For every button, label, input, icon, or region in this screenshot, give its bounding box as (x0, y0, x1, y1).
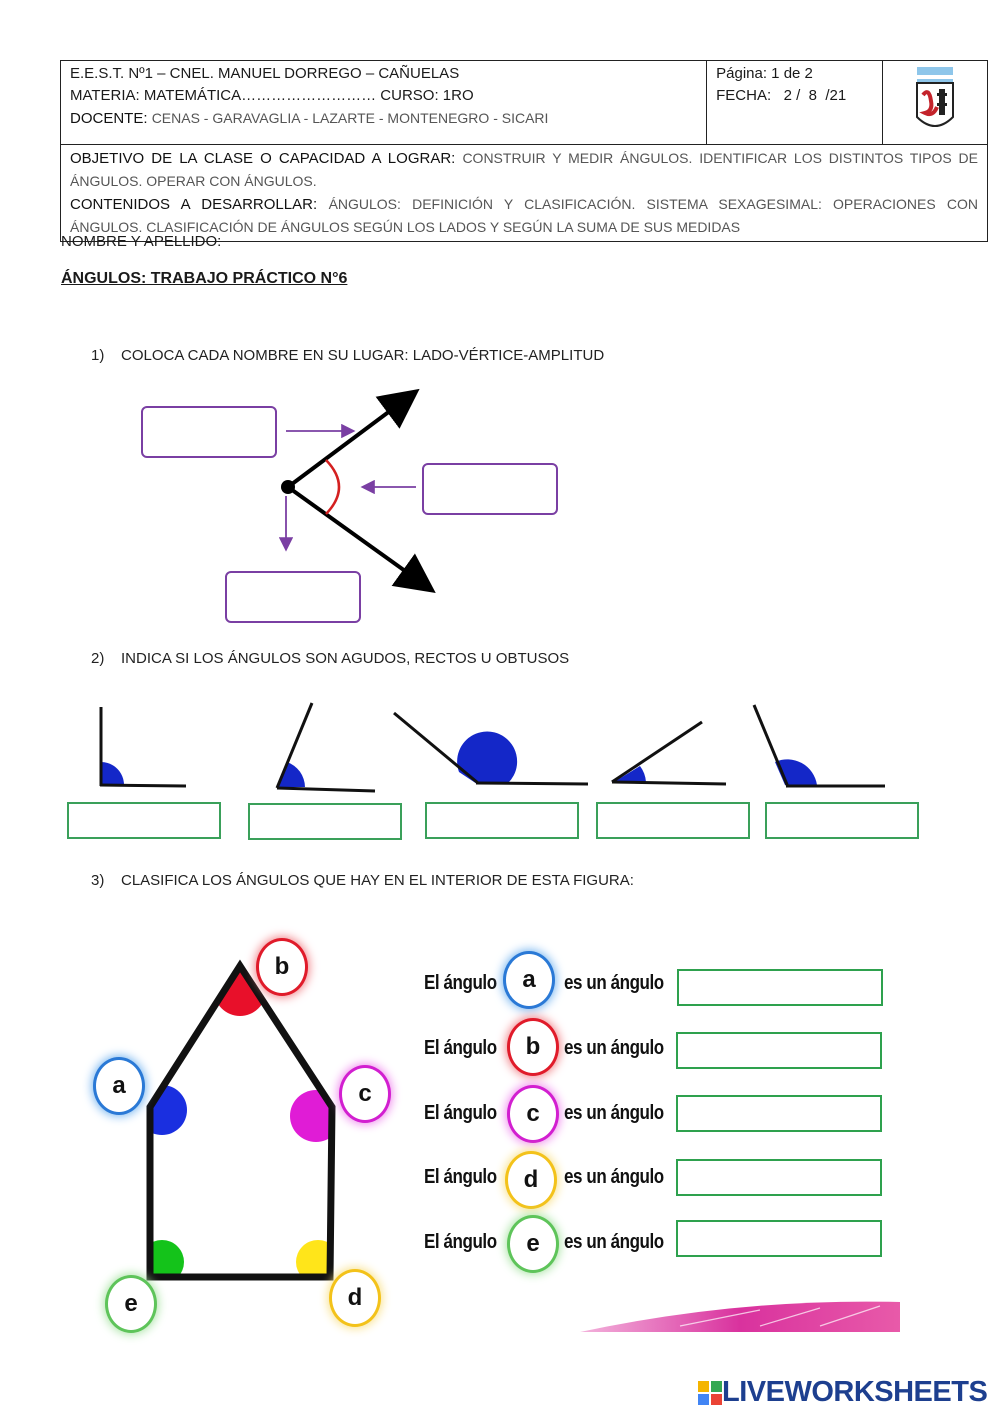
docente-line: DOCENTE: CENAS - GARAVAGLIA - LAZARTE - … (70, 107, 697, 130)
header-page-cell: Página: 1 de 2 FECHA: 2 / 8 /21 (706, 60, 884, 145)
objetivo-value: CONSTRUIR Y MEDIR ÁNGULOS. IDENTIFICAR L… (70, 150, 979, 189)
amplitude-arc (325, 459, 341, 515)
angle-1-right (99, 707, 187, 788)
angle-types-diagram (99, 702, 885, 793)
contenidos-label: CONTENIDOS A DESARROLLAR: (70, 196, 318, 213)
docente-label: DOCENTE: (70, 110, 148, 127)
figure-label-c: c (342, 1068, 388, 1120)
header-objectives-cell: OBJETIVO DE LA CLASE O CAPACIDAD A LOGRA… (60, 144, 988, 242)
page-number: Página: 1 de 2 (716, 65, 813, 82)
angle-2-acute (275, 702, 376, 793)
header-table: E.E.S.T. Nº1 – CNEL. MANUEL DORREGO – CA… (59, 60, 988, 242)
contenidos-value: ÁNGULOS: DEFINICIÓN Y CLASIFICACIÓN. SIS… (70, 196, 978, 235)
answer-box-a[interactable] (677, 969, 883, 1006)
angle-a-fill (150, 1085, 187, 1135)
row-c-prefix: El ángulo (424, 1102, 497, 1124)
answer-box-angle-2[interactable] (248, 803, 402, 840)
answer-box-e[interactable] (676, 1220, 882, 1257)
worksheet-title: ÁNGULOS: TRABAJO PRÁCTICO N°6 (61, 270, 348, 287)
header-info-cell: E.E.S.T. Nº1 – CNEL. MANUEL DORREGO – CA… (59, 60, 708, 145)
decorative-swoosh (580, 1301, 900, 1332)
row-d-prefix: El ángulo (424, 1166, 497, 1188)
figure-label-e: e (108, 1278, 154, 1330)
angle-side-upper (286, 388, 420, 489)
student-name-label: NOMBRE Y APELLIDO: (61, 233, 222, 250)
answer-box-side[interactable] (141, 406, 277, 458)
question-3-text: CLASIFICA LOS ÁNGULOS QUE HAY EN EL INTE… (121, 872, 634, 889)
objetivo-label: OBJETIVO DE LA CLASE O CAPACIDAD A LOGRA… (70, 150, 456, 167)
row-e-letter: e (510, 1218, 556, 1270)
answer-box-vertex[interactable] (225, 571, 361, 623)
question-3-number: 3) (91, 872, 105, 889)
question-2-number: 2) (91, 650, 105, 667)
row-b-suffix: es un ángulo (564, 1037, 664, 1059)
question-3: 3) CLASIFICA LOS ÁNGULOS QUE HAY EN EL IN… (91, 872, 634, 889)
row-b-letter: b (510, 1021, 556, 1073)
answer-box-angle-3[interactable] (425, 802, 579, 839)
answer-box-amplitude[interactable] (422, 463, 558, 515)
school-logo-cell (882, 60, 988, 145)
docente-value: CENAS - GARAVAGLIA - LAZARTE - MONTENEGR… (151, 110, 549, 126)
school-logo (916, 67, 955, 127)
row-b-prefix: El ángulo (424, 1037, 497, 1059)
question-1-number: 1) (91, 347, 105, 364)
vertex-point (281, 480, 295, 494)
row-d-suffix: es un ángulo (564, 1166, 664, 1188)
row-d-letter: d (508, 1154, 554, 1206)
answer-box-b[interactable] (676, 1032, 882, 1069)
question-2-text: INDICA SI LOS ÁNGULOS SON AGUDOS, RECTOS… (121, 650, 570, 667)
row-a-suffix: es un ángulo (564, 972, 664, 994)
contenidos-block: CONTENIDOS A DESARROLLAR: ÁNGULOS: DEFIN… (70, 193, 978, 239)
answer-box-d[interactable] (676, 1159, 882, 1196)
liveworksheets-logo: LIVEWORKSHEETS (698, 1376, 988, 1409)
materia-line: MATERIA: MATEMÁTICA……………………… CURSO: 1RO (70, 87, 474, 104)
angle-4-acute (611, 720, 727, 786)
liveworksheets-text: LIVEWORKSHEETS (722, 1376, 988, 1408)
figure-label-d: d (332, 1272, 378, 1324)
answer-box-angle-5[interactable] (765, 802, 919, 839)
answer-box-angle-4[interactable] (596, 802, 750, 839)
liveworksheets-icon (698, 1380, 722, 1405)
house-outline (146, 959, 336, 1281)
date-line: FECHA: 2 / 8 /21 (716, 87, 847, 104)
row-a-prefix: El ángulo (424, 972, 497, 994)
angle-5-obtuse (752, 704, 885, 788)
question-1-text: COLOCA CADA NOMBRE EN SU LUGAR: LADO-VÉR… (121, 347, 605, 364)
row-c-suffix: es un ángulo (564, 1102, 664, 1124)
house-figure (146, 959, 336, 1281)
row-c-letter: c (510, 1088, 556, 1140)
figure-label-b: b (259, 941, 305, 993)
row-e-prefix: El ángulo (424, 1231, 497, 1253)
angle-3-obtuse (393, 711, 589, 786)
objetivo-block: OBJETIVO DE LA CLASE O CAPACIDAD A LOGRA… (70, 147, 978, 193)
school-name: E.E.S.T. Nº1 – CNEL. MANUEL DORREGO – CA… (70, 65, 460, 82)
angle-side-lower (286, 485, 436, 593)
row-a-letter: a (506, 954, 552, 1006)
question-1: 1) COLOCA CADA NOMBRE EN SU LUGAR: LADO-V… (91, 347, 604, 364)
answer-box-c[interactable] (676, 1095, 882, 1132)
answer-box-angle-1[interactable] (67, 802, 221, 839)
angle-parts-diagram (278, 388, 436, 593)
figure-label-a: a (96, 1060, 142, 1112)
question-2: 2) INDICA SI LOS ÁNGULOS SON AGUDOS, RECT… (91, 650, 569, 667)
row-e-suffix: es un ángulo (564, 1231, 664, 1253)
